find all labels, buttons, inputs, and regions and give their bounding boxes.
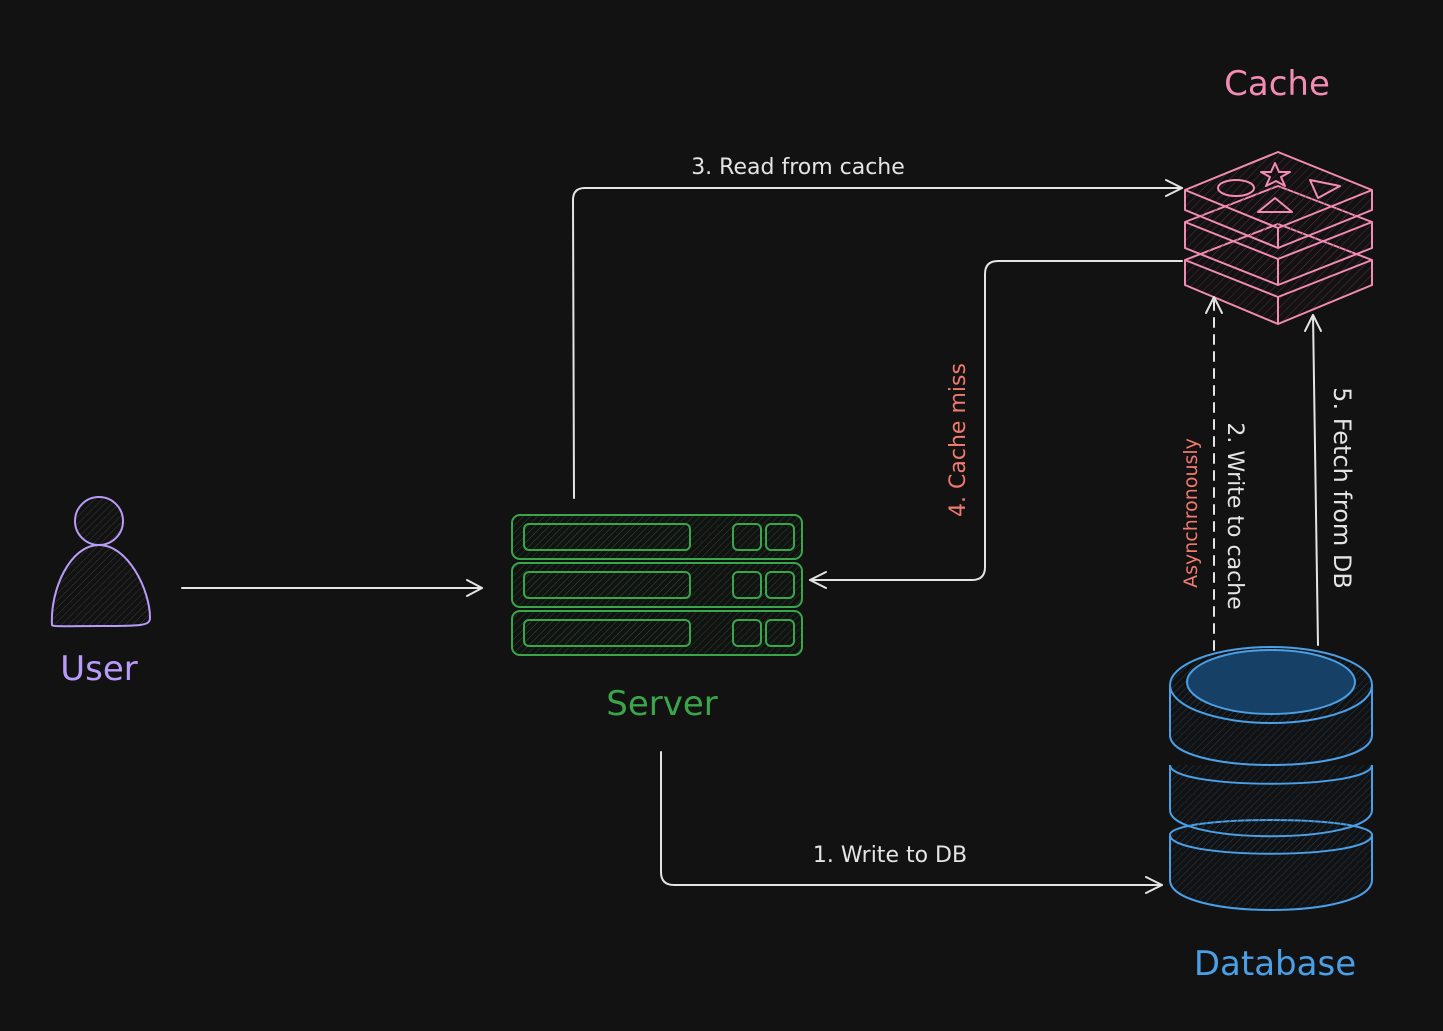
- server-icon: [511, 514, 803, 656]
- edge-label-write-to-cache: 2. Write to cache: [1222, 422, 1247, 609]
- user-label: User: [60, 649, 138, 689]
- database-label: Database: [1194, 944, 1356, 984]
- arrow-read-from-cache: [572, 179, 1183, 499]
- server-label: Server: [606, 684, 718, 724]
- arrow-fetch-from-db: [1304, 314, 1322, 646]
- database-icon: [1168, 646, 1374, 911]
- arrow-write-to-db: [660, 751, 1163, 894]
- edge-label-asynchronously: Asynchronously: [1180, 438, 1202, 588]
- cache-icon: [1184, 151, 1373, 325]
- arrow-user-to-server: [181, 579, 483, 597]
- edge-label-read-from-cache: 3. Read from cache: [691, 155, 905, 180]
- edge-label-fetch-from-db: 5. Fetch from DB: [1328, 387, 1356, 589]
- edge-label-cache-miss: 4. Cache miss: [946, 363, 971, 517]
- cache-label: Cache: [1224, 64, 1330, 104]
- arrow-write-to-cache: [1205, 296, 1223, 651]
- user-icon: [50, 496, 152, 628]
- edge-label-write-to-db: 1. Write to DB: [813, 843, 967, 868]
- arrow-cache-miss: [809, 260, 1183, 589]
